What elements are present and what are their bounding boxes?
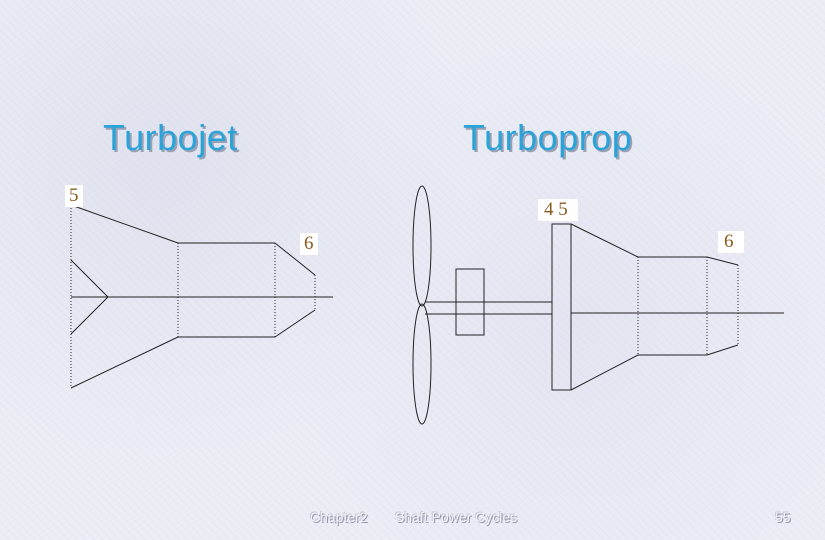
- turbojet-station-6-label: 6: [300, 233, 318, 255]
- turbojet-title: Turbojet: [103, 117, 238, 158]
- propeller-upper-blade: [412, 185, 432, 307]
- turboprop-title: Turboprop: [463, 117, 633, 158]
- turboprop-station-45-label: 4 5: [538, 199, 578, 221]
- footer-topic: Shaft Power Cycles: [395, 509, 518, 525]
- propeller-lower-blade: [412, 303, 432, 425]
- compressor-inlet-section: [551, 223, 572, 391]
- turbojet-station-5-label: 5: [65, 185, 83, 207]
- turbojet-diagram: [70, 204, 333, 389]
- turboprop-station-6-label: 6: [718, 231, 744, 253]
- footer-page-number: 55: [775, 509, 791, 525]
- turboprop-diagram: [412, 185, 784, 425]
- footer-chapter: Chapter2: [310, 509, 368, 525]
